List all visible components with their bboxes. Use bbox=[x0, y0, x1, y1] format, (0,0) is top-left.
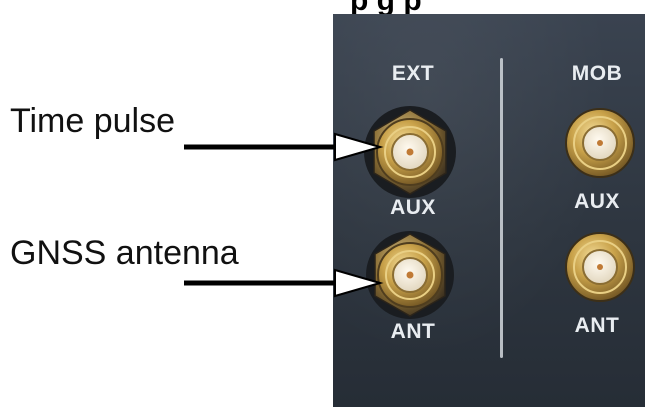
sma-connector-time-pulse bbox=[364, 106, 456, 198]
time-pulse-label: Time pulse bbox=[10, 102, 176, 140]
sma-connector-gnss-antenna bbox=[366, 231, 454, 319]
mob-label: MOB bbox=[571, 62, 623, 85]
gnss-antenna-arrow bbox=[184, 268, 384, 298]
panel-divider bbox=[500, 58, 503, 358]
gnss-antenna-label: GNSS antenna bbox=[10, 234, 239, 272]
aux-label-left: AUX bbox=[390, 196, 436, 219]
sma-connector-mob-aux bbox=[565, 108, 635, 178]
sma-connector-mob-ant bbox=[565, 232, 635, 302]
cut-off-heading: p g p bbox=[350, 0, 422, 17]
ext-label: EXT bbox=[391, 62, 435, 85]
ant-label-left: ANT bbox=[390, 320, 436, 343]
device-panel bbox=[333, 14, 645, 407]
time-pulse-arrow bbox=[184, 132, 384, 162]
ant-label-right: ANT bbox=[574, 314, 620, 337]
aux-label-right: AUX bbox=[574, 190, 620, 213]
